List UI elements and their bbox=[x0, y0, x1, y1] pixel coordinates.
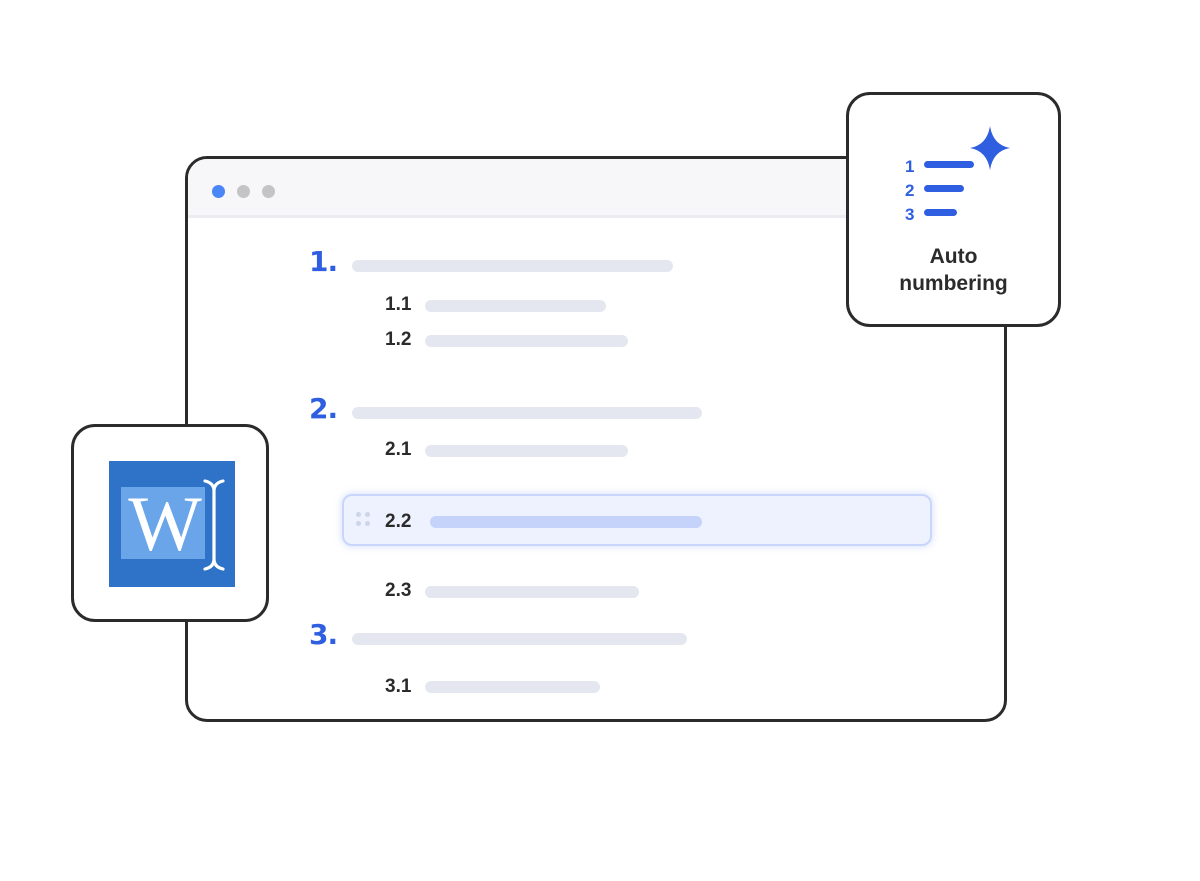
auto-numbering-label-line2: numbering bbox=[899, 272, 1008, 295]
auto-numbering-card[interactable]: 1 2 3 Auto numbering bbox=[846, 92, 1061, 327]
text-cursor-icon bbox=[203, 479, 225, 571]
auto-numbering-label: Auto numbering bbox=[849, 243, 1058, 297]
subheading-number: 1.2 bbox=[385, 329, 412, 350]
heading-number: 3. bbox=[309, 618, 338, 651]
word-letter: W bbox=[128, 480, 202, 567]
subheading-text-placeholder bbox=[425, 586, 639, 598]
subheading-text-placeholder bbox=[425, 335, 628, 347]
heading-text-placeholder bbox=[352, 260, 673, 272]
subheading-text-placeholder bbox=[425, 445, 628, 457]
subheading-number: 3.1 bbox=[385, 676, 412, 697]
list-number-3: 3 bbox=[905, 205, 914, 224]
list-number-2: 2 bbox=[905, 181, 914, 200]
heading-number: 1. bbox=[309, 245, 338, 278]
drag-handle-icon[interactable] bbox=[356, 512, 372, 532]
heading-text-placeholder bbox=[352, 407, 702, 419]
subheading-number: 2.2 bbox=[385, 511, 412, 532]
subheading-number: 2.1 bbox=[385, 439, 412, 460]
subheading-text-placeholder bbox=[425, 300, 606, 312]
subheading-text-placeholder bbox=[425, 681, 600, 693]
window-dot-gray[interactable] bbox=[262, 185, 275, 198]
window-dot-blue[interactable] bbox=[212, 185, 225, 198]
subheading-number: 1.1 bbox=[385, 294, 412, 315]
heading-number: 2. bbox=[309, 392, 338, 425]
heading-text-placeholder bbox=[352, 633, 687, 645]
subheading-number: 2.3 bbox=[385, 580, 412, 601]
list-number-1: 1 bbox=[905, 157, 914, 176]
word-app-card[interactable]: W bbox=[71, 424, 269, 622]
numbered-list-sparkle-icon: 1 2 3 bbox=[905, 126, 1010, 224]
selected-outline-row[interactable]: 2.2 bbox=[342, 494, 932, 546]
window-dot-gray[interactable] bbox=[237, 185, 250, 198]
subheading-text-placeholder bbox=[430, 516, 702, 528]
microsoft-word-icon: W bbox=[109, 461, 235, 587]
auto-numbering-label-line1: Auto bbox=[929, 245, 978, 268]
